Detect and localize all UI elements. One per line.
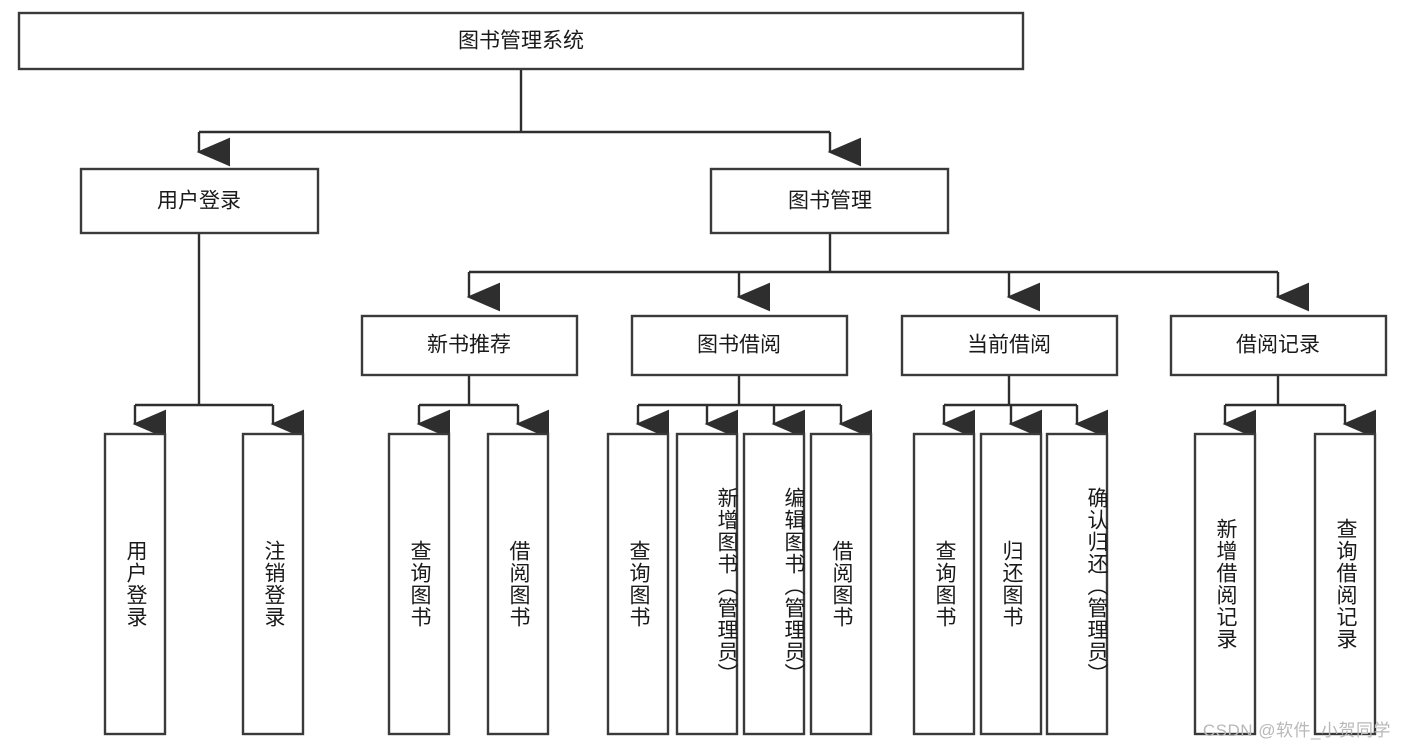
node-book-borrow-label: 图书借阅 [697,334,781,357]
node-book-management-box[interactable] [709,167,950,235]
leaf-boxes-borrow-record [1193,432,1377,736]
leaf-boxes-user-login [103,432,305,736]
leaf-box-borrow-record-0[interactable] [1193,432,1257,736]
node-user-login[interactable]: 用户登录 [79,167,320,235]
leaf-box-new-book-0[interactable] [387,432,451,736]
node-book-management[interactable]: 图书管理 [709,167,950,235]
node-root-box[interactable] [17,11,1025,71]
node-user-login-label: 用户登录 [157,190,241,213]
leaf-box-borrow-record-1[interactable] [1313,432,1377,736]
node-book-management-label: 图书管理 [788,190,872,213]
leaf-box-book-borrow-3[interactable] [809,432,873,736]
node-current-borrow[interactable]: 当前借阅 [900,314,1119,377]
node-book-borrow[interactable]: 图书借阅 [630,314,849,377]
connector-group-borrow-record [1222,375,1377,439]
leaf-box-book-borrow-1[interactable] [675,432,739,736]
leaf-box-current-borrow-1[interactable] [979,432,1043,736]
watermark: CSDN @软件_小贺同学 [1202,721,1391,740]
connector-group-current-borrow [941,375,1109,439]
leaf-boxes-book-borrow [606,432,873,736]
node-root[interactable]: 图书管理系统 [17,11,1025,71]
leaf-box-current-borrow-2[interactable] [1045,432,1109,736]
node-borrow-record-label: 借阅记录 [1236,334,1320,357]
node-current-borrow-box[interactable] [900,314,1119,377]
leaf-box-new-book-1[interactable] [486,432,550,736]
connector-group-root [196,69,862,167]
node-book-borrow-box[interactable] [630,314,849,377]
connector-group-book-management [466,233,1310,312]
node-borrow-record-box[interactable] [1169,314,1388,377]
leaf-boxes-new-book-recommend [387,432,550,736]
leaf-box-user-login-0[interactable] [103,432,167,736]
leaf-box-book-borrow-0[interactable] [606,432,670,736]
connector-group-book-borrow [635,375,873,439]
node-borrow-record[interactable]: 借阅记录 [1169,314,1388,377]
node-new-book-recommend-label: 新书推荐 [427,334,511,357]
leaf-box-current-borrow-0[interactable] [912,432,976,736]
node-current-borrow-label: 当前借阅 [967,334,1051,357]
leaf-box-user-login-1[interactable] [241,432,305,736]
node-user-login-box[interactable] [79,167,320,235]
node-new-book-recommend-box[interactable] [360,314,579,377]
node-new-book-recommend[interactable]: 新书推荐 [360,314,579,377]
connector-group-user-login [132,233,305,439]
leaf-boxes-current-borrow [912,432,1109,736]
connector-group-new-book [416,375,550,439]
leaf-box-book-borrow-2[interactable] [742,432,806,736]
node-root-label: 图书管理系统 [458,30,584,53]
